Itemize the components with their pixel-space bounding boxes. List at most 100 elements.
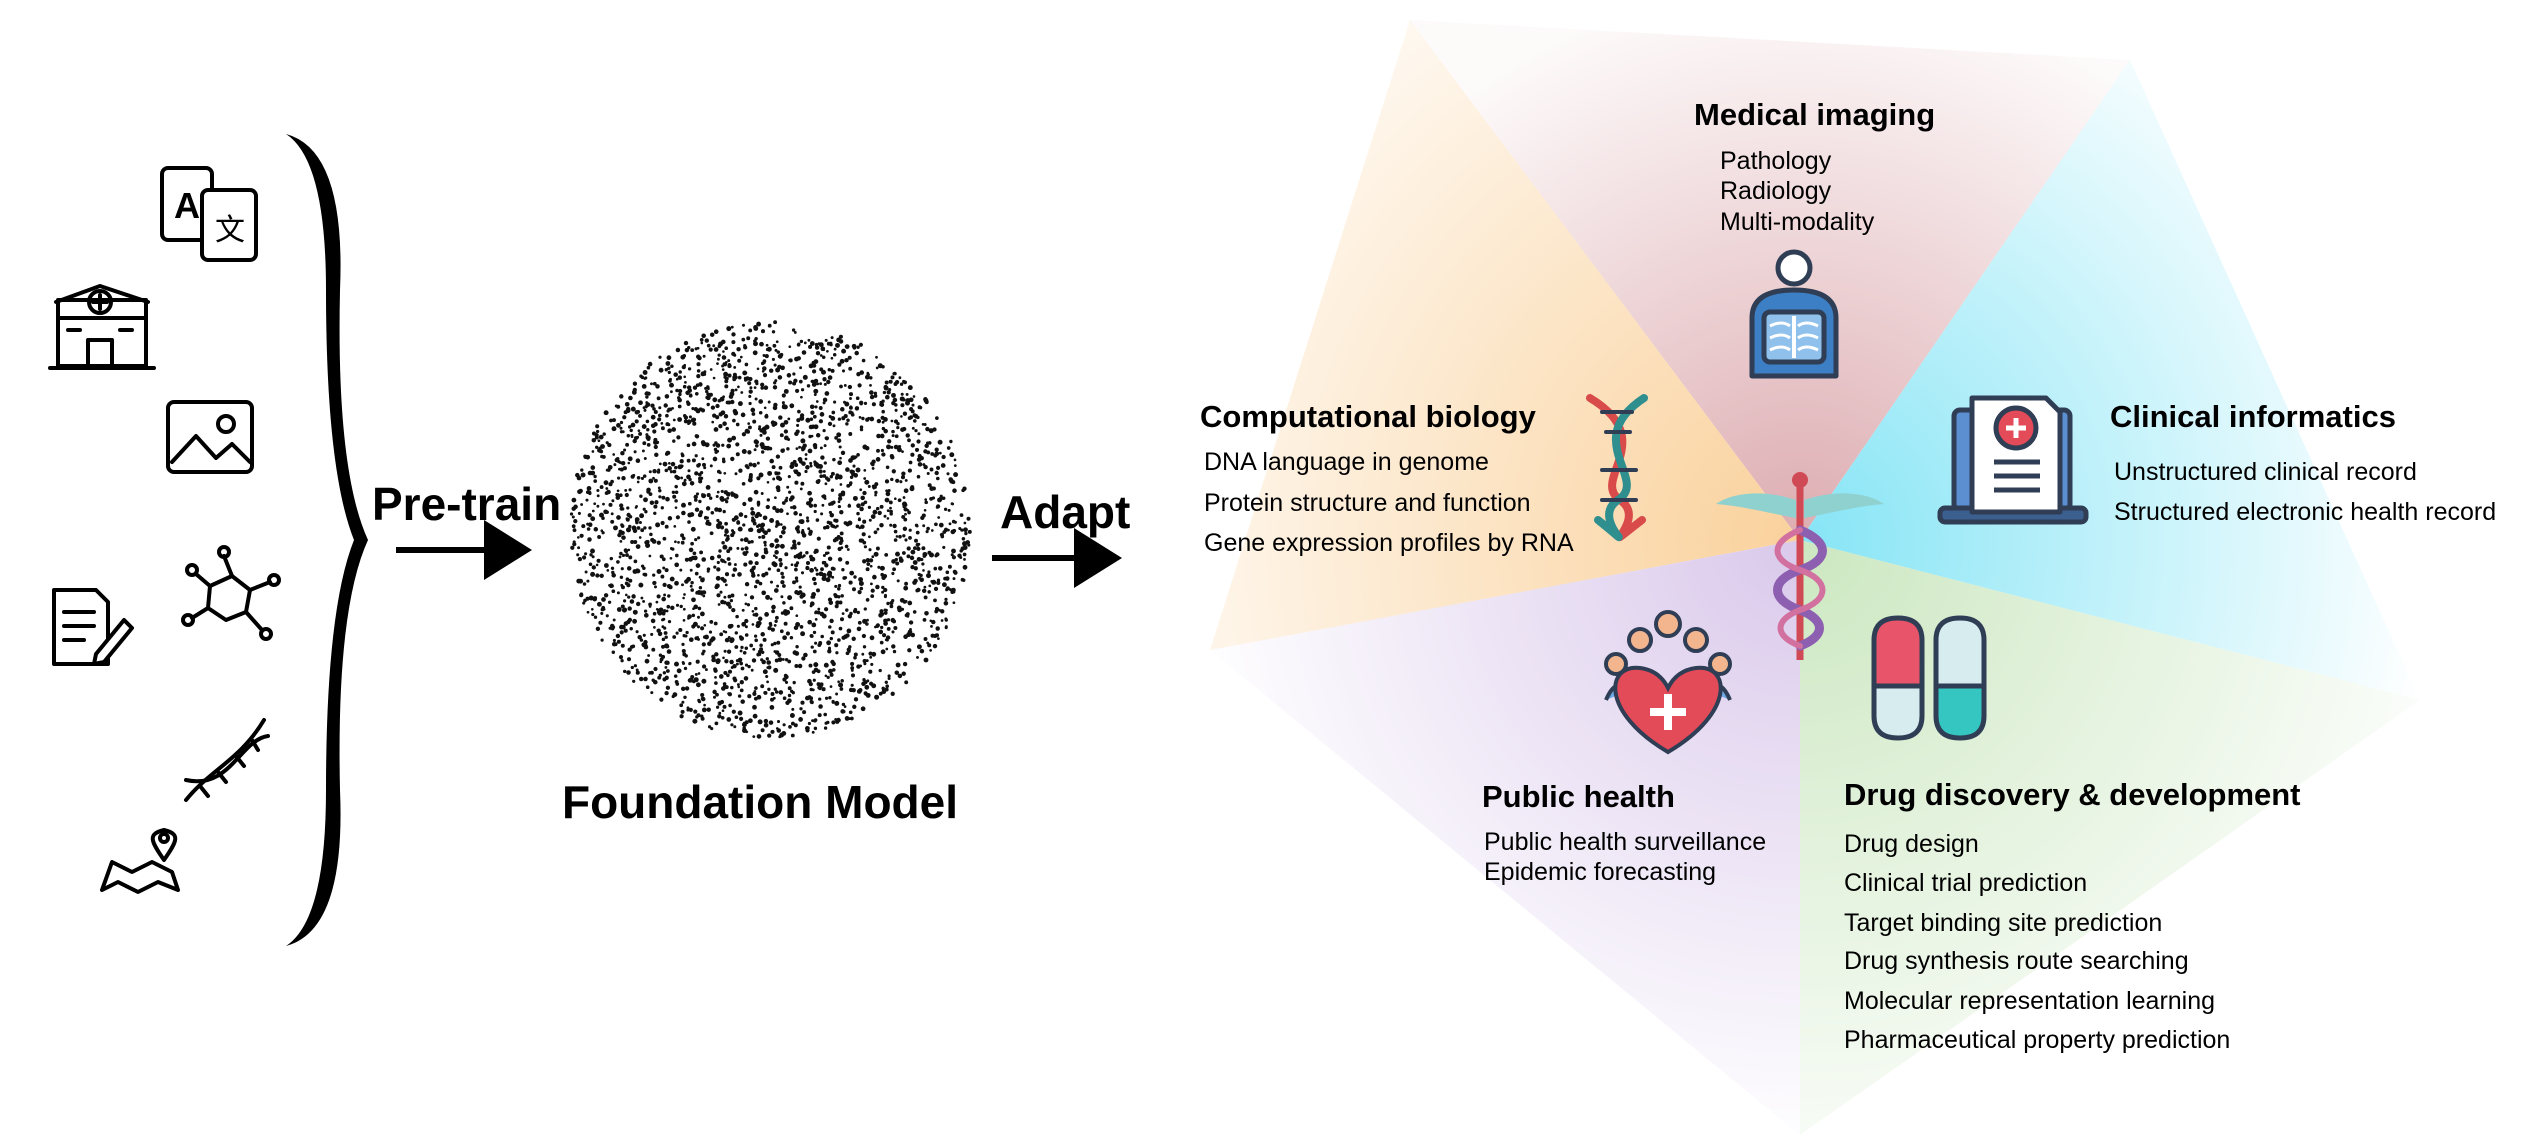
point-cloud-dot [735,614,739,619]
point-cloud-dot [753,326,759,331]
public-health-item: Public health surveillance [1484,828,1766,856]
point-cloud-dot [901,471,906,476]
point-cloud-dot [601,531,605,535]
point-cloud-dot [645,544,649,548]
point-cloud-dot [627,461,631,465]
point-cloud-dot [683,375,686,379]
point-cloud-dot [951,502,955,506]
point-cloud-dot [768,446,773,451]
point-cloud-dot [667,370,671,375]
point-cloud-dot [760,329,766,334]
point-cloud-dot [800,631,806,637]
point-cloud-dot [722,704,727,709]
point-cloud-dot [805,560,811,566]
point-cloud-dot [694,391,699,396]
point-cloud-dot [718,674,724,679]
point-cloud-dot [643,526,647,530]
point-cloud-dot [894,408,898,412]
point-cloud-dot [834,643,839,648]
point-cloud-dot [702,462,706,467]
point-cloud-dot [720,339,726,345]
point-cloud-dot [923,585,927,589]
point-cloud-dot [904,512,907,516]
point-cloud-dot [817,713,822,718]
point-cloud-dot [730,685,734,690]
point-cloud-dot [655,522,661,528]
point-cloud-dot [766,498,770,502]
point-cloud-dot [577,556,583,562]
point-cloud-dot [821,503,825,507]
point-cloud-dot [823,662,829,668]
point-cloud-dot [927,441,932,445]
wedge-medical-imaging [1410,20,2130,540]
point-cloud-dot [845,560,850,565]
point-cloud-dot [737,401,743,407]
point-cloud-dot [744,646,749,651]
point-cloud-dot [645,419,650,424]
point-cloud-dot [930,529,934,532]
point-cloud-dot [758,472,764,478]
point-cloud-dot [591,555,595,559]
point-cloud-dot [635,568,640,573]
point-cloud-dot [892,649,897,654]
point-cloud-dot [748,718,753,724]
point-cloud-dot [841,492,846,497]
point-cloud-dot [760,658,764,662]
point-cloud-dot [720,410,726,416]
point-cloud-dot [813,445,818,450]
point-cloud-dot [858,581,864,586]
point-cloud-dot [862,490,867,496]
point-cloud-dot [823,461,827,465]
point-cloud-dot [756,621,760,625]
point-cloud-dot [709,464,713,468]
point-cloud-dot [722,362,727,366]
point-cloud-dot [830,488,835,492]
point-cloud-dot [762,354,766,357]
point-cloud-dot [767,567,772,571]
point-cloud-dot [773,554,776,558]
point-cloud-dot [779,534,783,539]
point-cloud-dot [894,558,898,562]
point-cloud-dot [893,382,898,386]
point-cloud-dot [784,680,789,684]
point-cloud-dot [652,611,657,616]
point-cloud-dot [940,463,946,468]
point-cloud-dot [901,671,906,676]
point-cloud-dot [622,669,627,674]
point-cloud-dot [839,531,844,536]
point-cloud-dot [733,353,737,357]
point-cloud-dot [717,398,722,403]
point-cloud-dot [678,370,682,374]
point-cloud-dot [916,587,921,593]
point-cloud-dot [742,726,746,731]
point-cloud-dot [921,588,927,594]
point-cloud-dot [831,700,835,704]
point-cloud-dot [819,446,823,450]
point-cloud-dot [783,435,789,441]
point-cloud-dot [907,648,912,653]
point-cloud-dot [589,553,593,557]
point-cloud-dot [674,465,678,470]
point-cloud-dot [912,580,917,585]
point-cloud-dot [636,480,640,484]
point-cloud-dot [791,328,796,332]
point-cloud-dot [830,630,835,635]
point-cloud-dot [634,517,640,522]
point-cloud-dot [765,504,770,510]
point-cloud-dot [662,536,667,541]
point-cloud-dot [752,735,756,738]
point-cloud-dot [615,456,620,461]
point-cloud-dot [591,431,597,436]
point-cloud-dot [763,530,768,536]
point-cloud-dot [782,723,786,727]
point-cloud-dot [716,362,719,365]
computational-biology-item: DNA language in genome [1204,448,1489,476]
point-cloud-dot [683,415,689,420]
point-cloud-dot [660,506,664,510]
point-cloud-dot [763,547,768,552]
point-cloud-dot [654,585,657,589]
point-cloud-dot [773,320,778,325]
point-cloud-dot [929,486,935,491]
point-cloud-dot [672,418,676,422]
point-cloud-dot [661,611,666,615]
